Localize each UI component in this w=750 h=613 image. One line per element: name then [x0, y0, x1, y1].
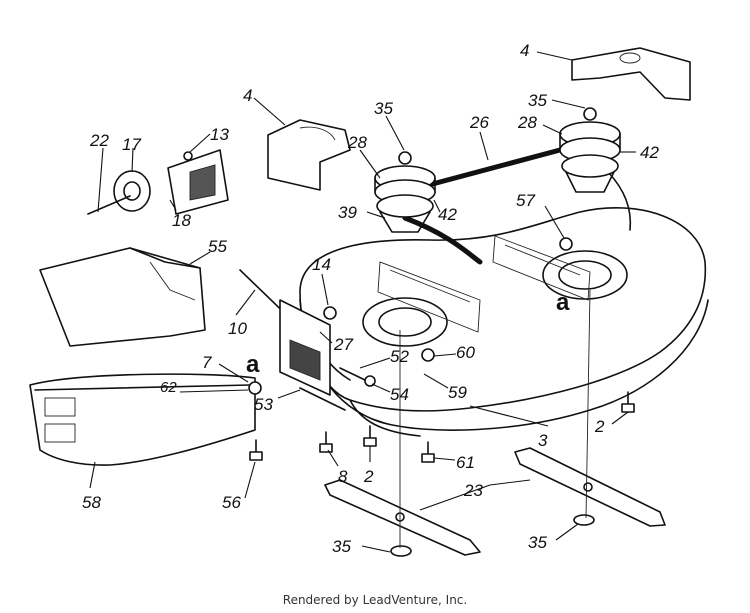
callout-10: 10: [228, 319, 247, 338]
callout-23: 23: [463, 481, 483, 500]
front-bracket-assembly: [279, 299, 376, 411]
callout-35-blade-left: 35: [332, 537, 351, 556]
callout-54: 54: [390, 385, 409, 404]
belt-guard-left: [267, 119, 351, 191]
callout-26: 26: [469, 113, 489, 132]
callout-2-right: 2: [594, 417, 605, 436]
callout-62: 62: [160, 379, 177, 396]
callout-60: 60: [456, 343, 475, 362]
callout-35-left-spindle: 35: [374, 99, 393, 118]
callout-2-left: 2: [363, 467, 374, 486]
callout-52: 52: [390, 347, 409, 366]
bolts: [248, 306, 635, 463]
callout-61: 61: [456, 453, 475, 472]
callout-a-baffle: a: [246, 351, 260, 378]
callout-4-left: 4: [243, 86, 252, 105]
callout-53: 53: [254, 395, 273, 414]
callout-labels: 4 4 35 35 28 28 26 42 42 22 17 13 18 39 …: [82, 41, 659, 556]
footer-credit: Rendered by LeadVenture, Inc.: [282, 593, 468, 607]
belt-guard-right: [571, 47, 691, 101]
callout-14: 14: [312, 255, 331, 274]
callout-22: 22: [89, 131, 109, 150]
callout-42-left: 42: [438, 205, 457, 224]
callout-27: 27: [333, 335, 353, 354]
callout-28-right: 28: [517, 113, 537, 132]
idler-pulley-assembly: [87, 149, 229, 215]
callout-39: 39: [338, 203, 357, 222]
callout-18: 18: [172, 211, 191, 230]
left-spindle-assembly: [374, 151, 436, 233]
blade-nuts: [390, 514, 595, 557]
callout-17: 17: [122, 135, 141, 154]
front-baffle: [29, 373, 256, 466]
callout-7: 7: [202, 353, 212, 372]
blades: [324, 447, 666, 556]
callout-28-left: 28: [347, 133, 367, 152]
callout-13: 13: [210, 125, 229, 144]
callout-4-right: 4: [520, 41, 529, 60]
callout-58: 58: [82, 493, 101, 512]
mower-deck-housing: [299, 207, 709, 437]
callout-57: 57: [516, 191, 535, 210]
leader-lines: [89, 51, 636, 553]
callout-a-deck: a: [556, 289, 570, 316]
callout-8: 8: [338, 467, 348, 486]
callout-3: 3: [538, 431, 548, 450]
callout-55: 55: [208, 237, 227, 256]
discharge-chute: [39, 247, 206, 347]
callout-35-blade-right: 35: [528, 533, 547, 552]
callout-59: 59: [448, 383, 467, 402]
right-spindle-assembly: [559, 107, 621, 193]
callout-42-right: 42: [640, 143, 659, 162]
callout-56: 56: [222, 493, 241, 512]
callout-35-right-spindle: 35: [528, 91, 547, 110]
